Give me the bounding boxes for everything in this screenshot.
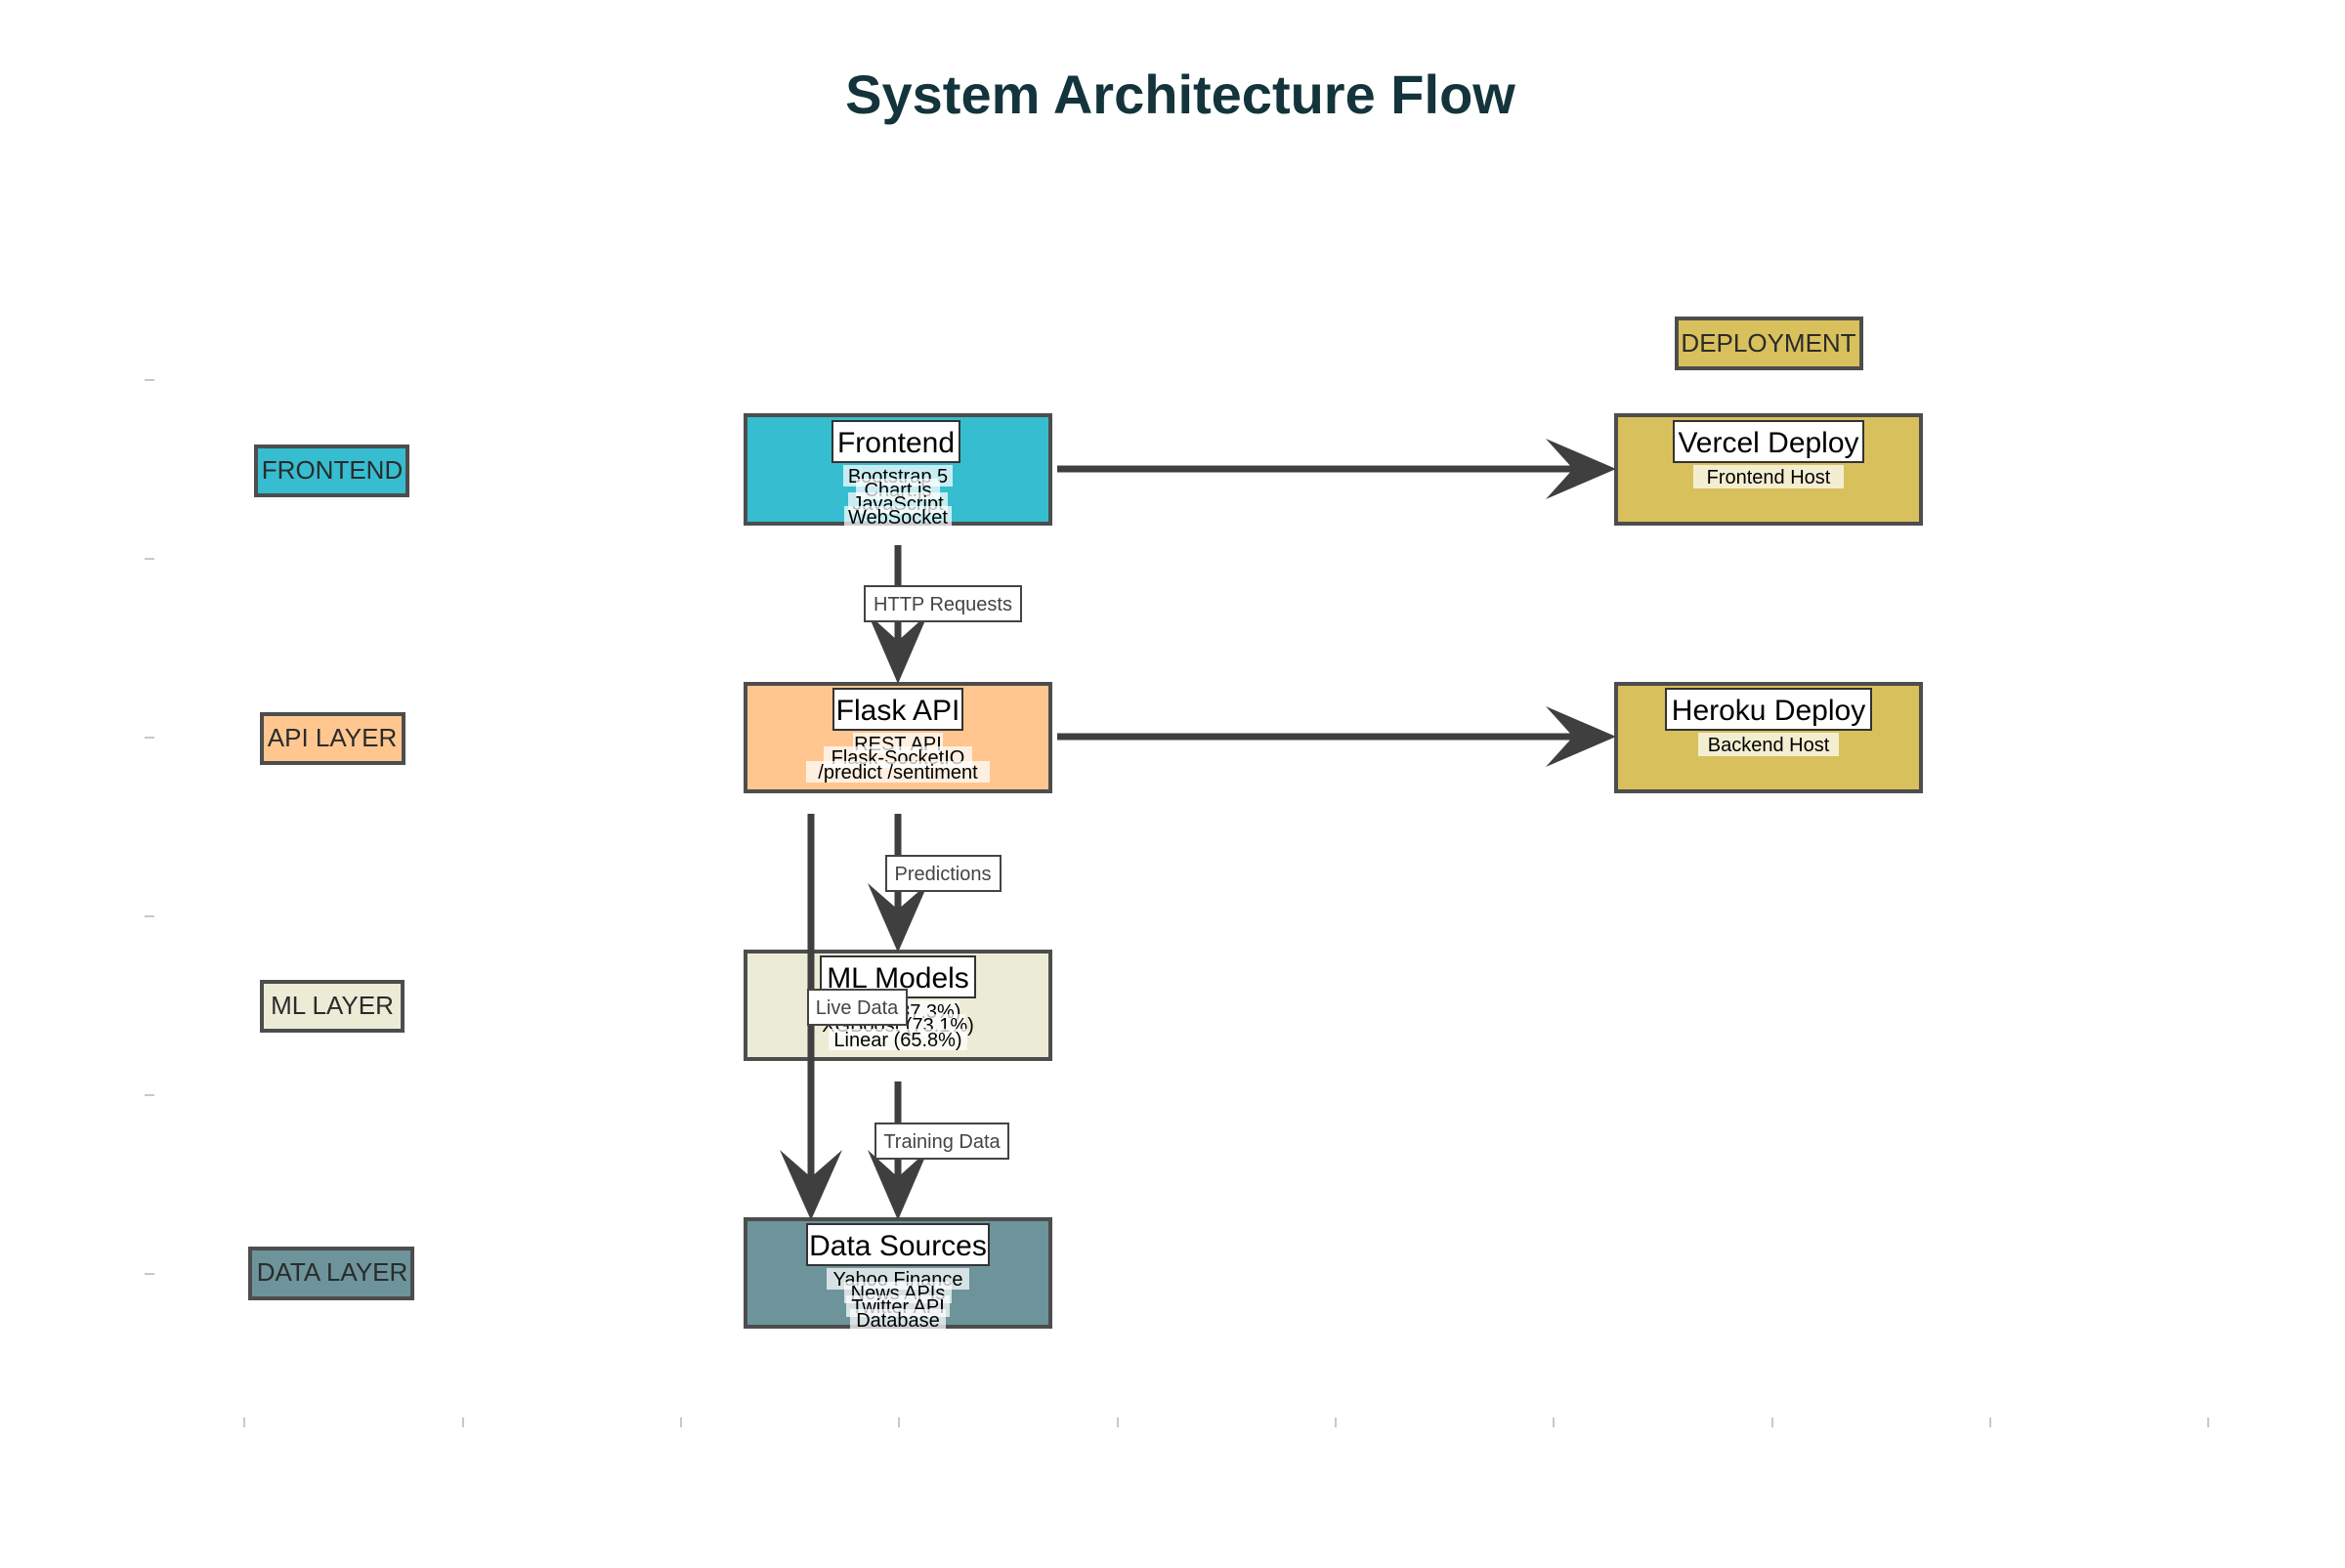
node-flask-title: Flask API xyxy=(836,695,960,727)
edge-label-http: HTTP Requests xyxy=(864,585,1022,622)
bottom-axis-ticks xyxy=(243,1418,2209,1427)
svg-text:Predictions: Predictions xyxy=(895,864,992,885)
svg-text:DATA LAYER: DATA LAYER xyxy=(257,1257,408,1287)
node-heroku: Heroku Deploy Backend Host xyxy=(1665,688,1872,756)
svg-text:ML LAYER: ML LAYER xyxy=(271,991,394,1020)
node-data: Data Sources Yahoo Finance News APIs Twi… xyxy=(806,1223,990,1332)
node-data-title: Data Sources xyxy=(809,1230,987,1262)
node-frontend-line: WebSocket xyxy=(848,507,948,529)
node-heroku-line: Backend Host xyxy=(1708,735,1830,756)
left-axis-ticks xyxy=(145,379,154,1275)
layer-label-ml: ML LAYER xyxy=(260,980,405,1033)
svg-text:HTTP Requests: HTTP Requests xyxy=(874,594,1012,615)
svg-text:Live Data: Live Data xyxy=(816,997,899,1019)
node-heroku-title: Heroku Deploy xyxy=(1672,695,1865,727)
svg-text:Training Data: Training Data xyxy=(883,1131,1001,1153)
layer-label-frontend: FRONTEND xyxy=(254,445,409,497)
edge-frontend-to-vercel xyxy=(1057,439,1616,499)
node-flask-line: /predict /sentiment xyxy=(818,762,978,784)
svg-text:API LAYER: API LAYER xyxy=(268,723,397,752)
edge-label-predictions: Predictions xyxy=(885,855,1002,892)
layer-label-deployment: DEPLOYMENT xyxy=(1675,317,1863,370)
node-flask: Flask API REST API Flask-SocketIO /predi… xyxy=(806,688,990,784)
layer-label-data: DATA LAYER xyxy=(248,1247,414,1300)
layer-label-api: API LAYER xyxy=(260,712,405,765)
svg-text:FRONTEND: FRONTEND xyxy=(262,455,403,485)
edge-flask-to-heroku xyxy=(1057,706,1616,767)
node-vercel-title: Vercel Deploy xyxy=(1678,427,1858,459)
node-data-line: Database xyxy=(856,1310,940,1332)
node-frontend: Frontend Bootstrap 5 Chart.js JavaScript… xyxy=(831,420,960,529)
node-frontend-title: Frontend xyxy=(837,427,955,459)
diagram-title: System Architecture Flow xyxy=(845,64,1515,125)
edge-label-training: Training Data xyxy=(874,1123,1009,1160)
node-vercel-line: Frontend Host xyxy=(1707,467,1831,488)
svg-text:DEPLOYMENT: DEPLOYMENT xyxy=(1681,328,1855,358)
node-ml-line: Linear (65.8%) xyxy=(833,1030,961,1051)
node-vercel: Vercel Deploy Frontend Host xyxy=(1673,420,1864,488)
edge-label-live: Live Data xyxy=(807,989,908,1026)
